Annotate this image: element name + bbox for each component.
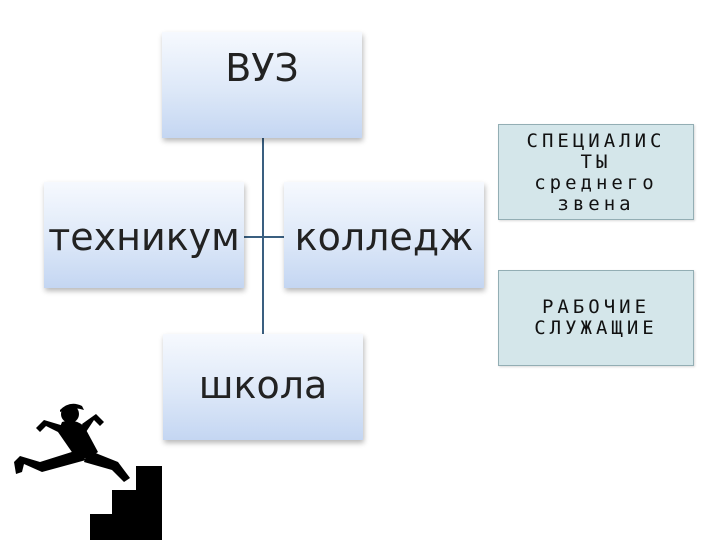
workers-line-1: РАБОЧИЕ: [541, 296, 651, 318]
node-vuz: ВУЗ: [162, 32, 362, 138]
specialists-line-4: звена: [557, 193, 635, 215]
node-school-label: школа: [198, 363, 328, 407]
specialists-line-3: среднего: [534, 172, 658, 194]
horizontal-connector: [244, 236, 284, 238]
specialists-line-1: СПЕЦИАЛИС: [526, 130, 666, 152]
specialists-line-2: ТЫ: [580, 151, 612, 173]
workers-box: РАБОЧИЕ СЛУЖАЩИЕ: [498, 270, 694, 366]
node-school: школа: [163, 334, 363, 440]
node-technikum-label: техникум: [48, 215, 240, 259]
node-vuz-label: ВУЗ: [225, 46, 299, 90]
workers-line-2: СЛУЖАЩИЕ: [534, 317, 658, 339]
node-college: колледж: [284, 182, 484, 288]
node-college-label: колледж: [294, 215, 474, 259]
runner-on-stairs-icon: [14, 403, 162, 540]
specialists-box: СПЕЦИАЛИС ТЫ среднего звена: [498, 124, 694, 220]
node-technikum: техникум: [44, 182, 244, 288]
